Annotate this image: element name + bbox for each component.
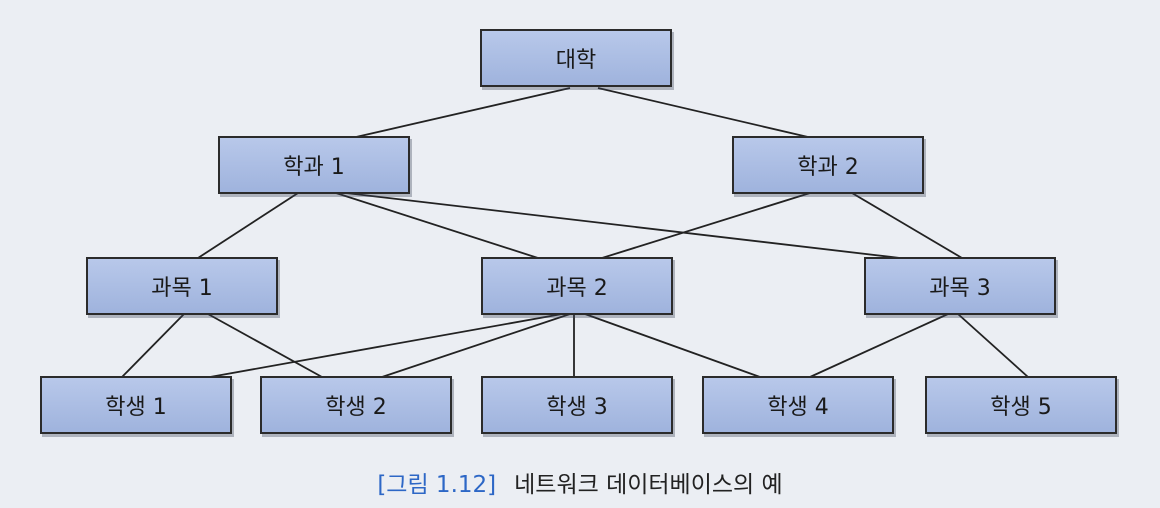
node-student2: 학생 2: [260, 376, 452, 434]
edge-dept2-course3: [851, 192, 963, 259]
caption-label: [그림 1.12]: [377, 472, 497, 498]
edge-root-dept1: [355, 87, 571, 138]
edge-root-dept2: [597, 87, 809, 138]
edge-course2-student2: [381, 313, 571, 378]
node-course1: 과목 1: [86, 257, 278, 315]
node-course2: 과목 2: [481, 257, 673, 315]
edge-dept1-course2: [335, 192, 539, 259]
node-course3: 과목 3: [864, 257, 1056, 315]
node-dept1: 학과 1: [218, 136, 410, 194]
edge-course3-student4: [809, 313, 949, 378]
node-student4: 학생 4: [702, 376, 894, 434]
figure-caption: [그림 1.12] 네트워크 데이터베이스의 예: [0, 462, 1160, 502]
node-student1: 학생 1: [40, 376, 232, 434]
edge-course2-student1: [209, 313, 563, 378]
caption-text: 네트워크 데이터베이스의 예: [514, 472, 783, 498]
edge-dept2-course2: [601, 192, 811, 259]
edge-course1-student2: [207, 313, 323, 378]
edge-course2-student4: [584, 313, 761, 378]
edge-course3-student5: [957, 313, 1029, 378]
node-root: 대학: [480, 29, 672, 87]
node-dept2: 학과 2: [732, 136, 924, 194]
node-student3: 학생 3: [481, 376, 673, 434]
edge-course1-student1: [121, 313, 185, 378]
node-student5: 학생 5: [925, 376, 1117, 434]
edge-dept1-course3: [345, 192, 901, 259]
edge-dept1-course1: [197, 192, 299, 259]
